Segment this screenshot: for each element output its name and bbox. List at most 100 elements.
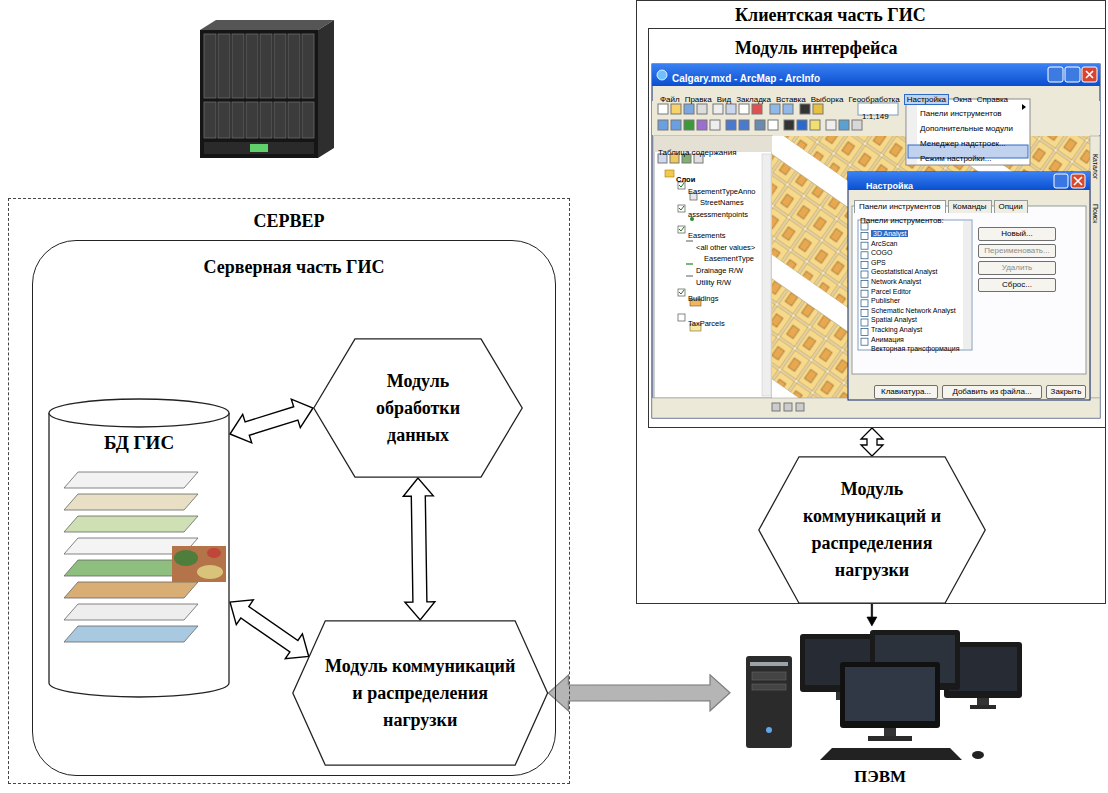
ui-text: Buildings [688,294,718,303]
label-holder: Каталог [1099,146,1108,164]
ui-text: Drainage R/W [696,266,743,275]
node-title: ПЭВМ [854,767,906,787]
label-holder: Geostatistical Analyst [871,260,938,278]
label-holder: Справка [977,88,1008,106]
ui-text: Tracking Analyst [871,326,922,333]
label-holder: Векторная трансформация [871,337,959,355]
ui-text: Каталог [1091,154,1099,179]
label-holder: Панели инструментов [920,102,1002,120]
label-holder: Easements [688,224,726,242]
label-holder: Spatial Analyst [871,308,917,326]
label-holder: Панели инструментов: [860,209,944,227]
processing-module: Модуль обработки данных [313,338,523,478]
hexagon-shape [759,457,985,603]
ui-text: Таблица содержания [658,148,737,157]
ui-text: Панели инструментов: [860,216,944,225]
node-title: Модуль интерфейса [735,38,898,59]
ui-text: 1:1,149 [862,112,889,121]
ui-text: Дополнительные модули [920,124,1013,133]
ui-text: Файл [660,95,680,104]
pc-illustration [746,630,1022,760]
label-holder: TaxParcels [688,312,725,330]
ui-text: COGO [871,249,892,256]
comms-module: Модуль коммуникаций и распределения нагр… [758,456,986,604]
connector-arrow [861,428,883,456]
label-holder: GPS [871,251,886,269]
label-holder: Вид [717,88,731,106]
pc-workstation: ПЭВМ [730,626,1030,793]
label-holder: assessmentpoints [688,203,748,221]
label-holder: Сброс... [978,273,1056,292]
node-title: Серверная часть ГИС [203,257,384,278]
label-holder: Schematic Network Analyst [871,299,956,317]
ui-text: Правка [685,95,712,104]
button-text: Переименовать... [978,244,1056,258]
connector-arrow [867,604,877,626]
ui-text: GPS [871,259,886,266]
connector-arrow [403,478,435,620]
ui-text: Network Analyst [871,278,921,285]
ui-text: EasementTypeAnno [688,187,756,196]
node-title: Клиентская часть ГИС [735,5,926,26]
connector-arrow [230,399,313,443]
label-holder: Дополнительные модули [920,117,1013,135]
label-holder: Drainage R/W [696,259,743,277]
ui-text: Publisher [871,297,900,304]
ui-text: Easements [688,231,726,240]
button-text: Новый... [978,227,1056,241]
label-holder: Панели инструментов [854,195,946,213]
label-holder: Вставка [776,88,806,106]
ui-text: Настройка [866,181,913,191]
label-holder: 1:1,149 [862,105,889,123]
ui-text: Слои [676,175,695,184]
server-rack [200,20,334,158]
cylinder-body [49,413,229,697]
label-holder: Поиск [1099,196,1108,214]
ui-text: Настройка [905,95,948,104]
map-layers [64,472,226,642]
ui-text: Вид [717,95,731,104]
connector-arrow [230,600,309,659]
label-holder: Клавиатура... [874,380,938,399]
label-holder: Tracking Analyst [871,318,922,336]
arcmap-screenshot [518,0,1108,681]
ui-text: Справка [977,95,1008,104]
ui-text: Spatial Analyst [871,316,917,323]
label-holder: Геообработка [848,88,899,106]
label-holder: Network Analyst [871,270,921,288]
label-holder: COGO [871,241,892,259]
ui-text: Utility R/W [696,278,731,287]
button-text: Закрыть [1046,385,1086,399]
server-boundary: СЕРВЕРСерверная часть ГИСБД ГИСМодуль об… [8,198,570,784]
hexagon-shape [314,339,522,477]
ui-text: Векторная трансформация [871,345,959,352]
tab-text: Опции [994,200,1028,213]
ui-text: Поиск [1091,204,1099,223]
label-holder: Окна [953,88,972,106]
node-title: Модуль коммуникаций и распределения нагр… [320,653,520,734]
label-holder: EasementTypeAnno [688,180,756,198]
ui-text: Анимация [871,336,904,343]
label-holder: Анимация [871,328,904,346]
label-holder: 3D Analyst [871,222,908,240]
label-holder: Таблица содержания [658,141,737,159]
label-holder: <all other values> [696,236,755,254]
tab-text: Панели инструментов [854,200,946,213]
ui-text: Геообработка [848,95,899,104]
ui-text: Вставка [776,95,806,104]
ui-text: Менеджер надстроек... [920,139,1006,148]
ui-text: Geostatistical Analyst [871,268,938,275]
ui-text: Панели инструментов [920,109,1002,118]
label-holder: Buildings [688,287,718,305]
database-cylinder: БД ГИС [48,398,230,698]
button-text: Сброс... [978,278,1056,292]
node-title: БД ГИС [104,432,174,454]
label-holder: Файл [660,88,680,106]
ui-text: 3D Analyst [871,230,908,237]
ui-text: ArcScan [871,240,897,247]
tab-text: Команды [948,200,992,213]
label-holder: Удалить [978,256,1056,275]
label-holder: Настройка [905,88,948,106]
label-holder: ArcScan [871,232,897,250]
